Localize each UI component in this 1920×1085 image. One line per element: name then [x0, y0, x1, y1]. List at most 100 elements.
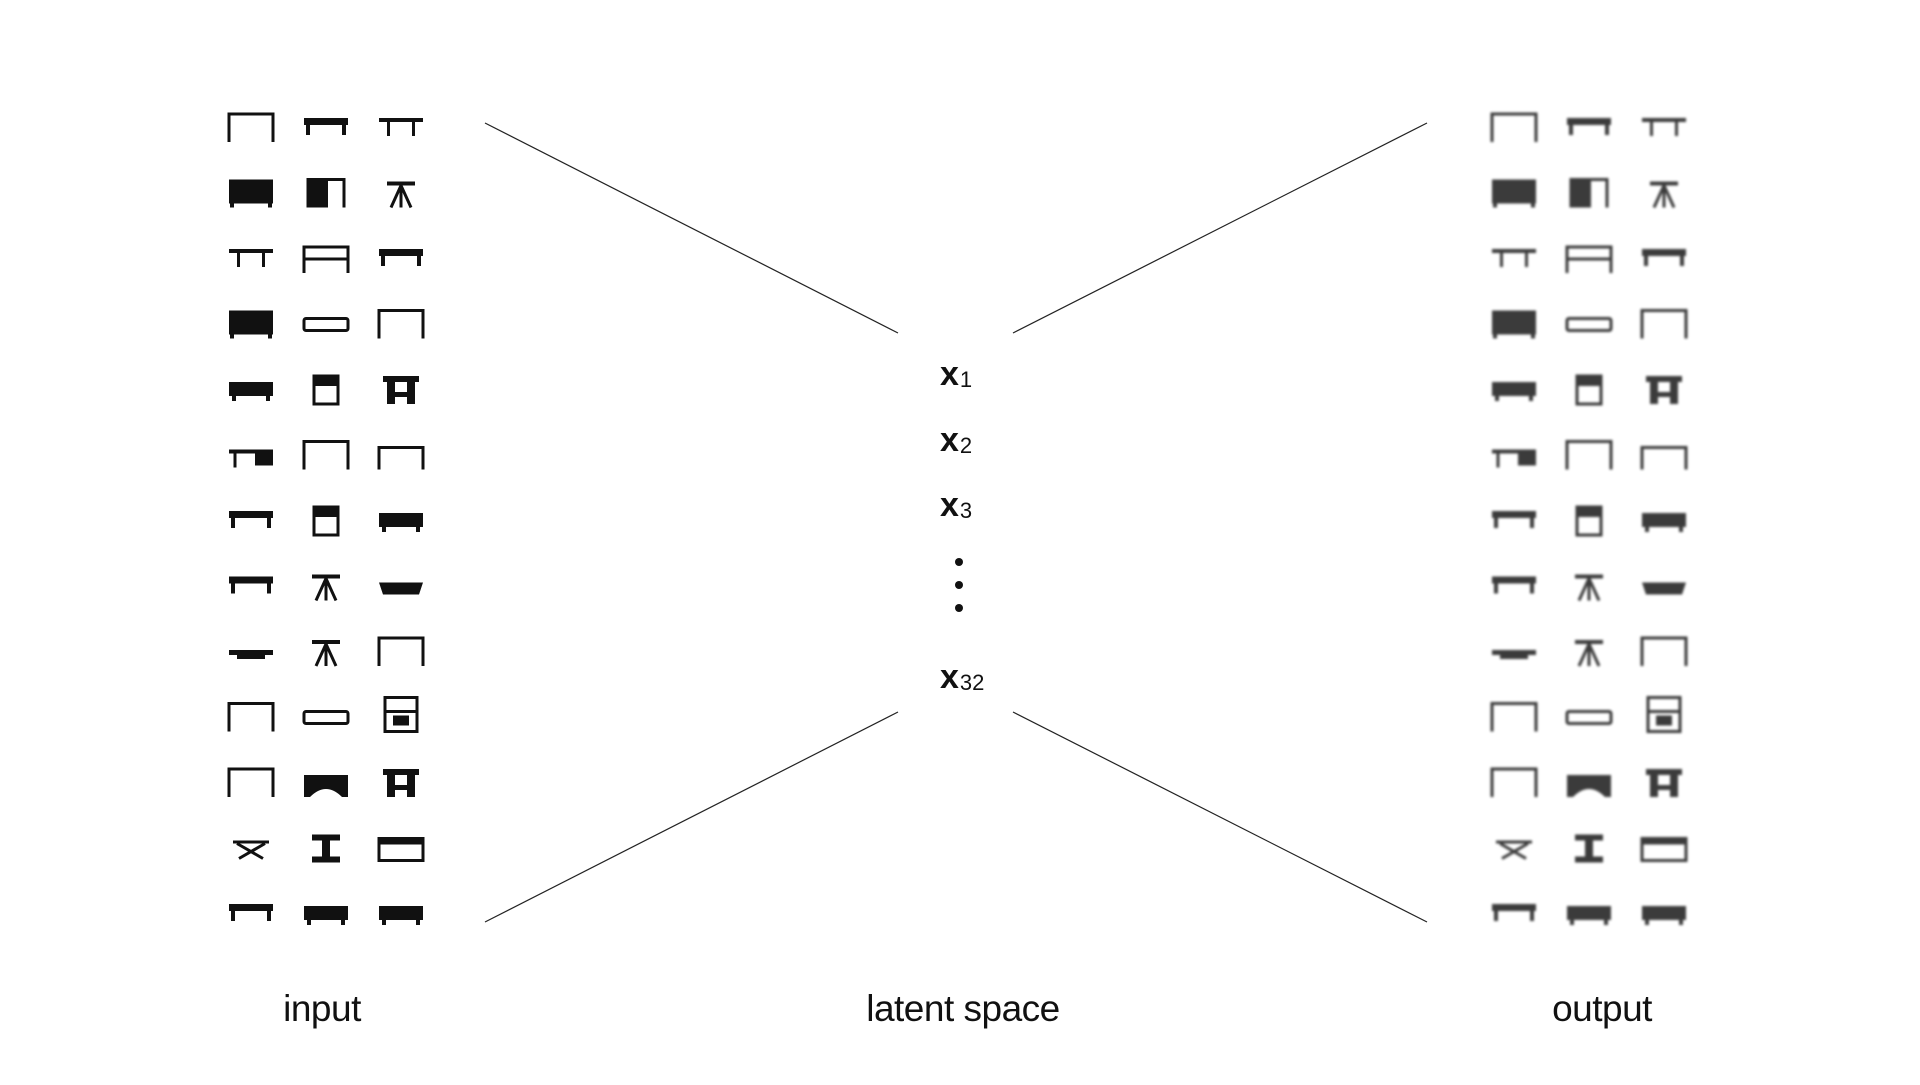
table-silhouette-icon: [1490, 767, 1538, 797]
table-silhouette-icon: [229, 249, 273, 267]
table-silhouette-icon: [1575, 374, 1603, 406]
table-silhouette-icon: [302, 245, 350, 273]
table-silhouette-icon: [383, 769, 419, 797]
connector-lines: [484, 122, 1428, 923]
table-silhouette-icon: [1569, 178, 1609, 208]
table-silhouette-icon: [1492, 576, 1536, 594]
table-silhouette-icon: [227, 112, 275, 142]
table-silhouette-icon: [229, 382, 273, 401]
table-silhouette-icon: [1642, 582, 1686, 595]
table-silhouette-icon: [306, 178, 346, 208]
table-silhouette-icon: [1496, 840, 1532, 860]
table-silhouette-icon: [379, 906, 423, 925]
output-grid: [1490, 112, 1688, 925]
table-silhouette-icon: [1646, 696, 1682, 733]
latent-variable-subscript: 2: [959, 433, 973, 458]
table-silhouette-icon: [383, 696, 419, 733]
decoder-bottom-line: [1012, 711, 1428, 923]
table-silhouette-icon: [1567, 775, 1611, 797]
table-silhouette-icon: [1565, 317, 1613, 332]
latent-ellipsis: [955, 558, 963, 627]
table-silhouette-icon: [304, 906, 348, 925]
table-silhouette-icon: [229, 179, 273, 208]
latent-variable-base: x: [940, 658, 959, 696]
table-silhouette-icon: [312, 505, 340, 537]
table-silhouette-icon: [1492, 249, 1536, 267]
table-silhouette-icon: [229, 511, 273, 528]
table-silhouette-icon: [229, 904, 273, 921]
table-silhouette-icon: [302, 317, 350, 332]
table-silhouette-icon: [377, 636, 425, 666]
table-silhouette-icon: [1492, 511, 1536, 528]
input-grid: [227, 112, 425, 925]
table-silhouette-icon: [1490, 112, 1538, 142]
table-silhouette-icon: [1646, 376, 1682, 404]
latent-variable-x32: x32: [940, 660, 984, 694]
table-silhouette-icon: [379, 513, 423, 532]
table-silhouette-icon: [312, 574, 340, 602]
table-silhouette-icon: [1646, 769, 1682, 797]
table-silhouette-icon: [227, 767, 275, 797]
table-silhouette-icon: [229, 449, 273, 468]
table-silhouette-icon: [1575, 640, 1603, 667]
table-silhouette-icon: [229, 310, 273, 339]
latent-variable-x2: x2: [940, 423, 972, 457]
table-silhouette-icon: [1565, 440, 1613, 470]
table-silhouette-icon: [379, 249, 423, 266]
latent-variable-subscript: 1: [959, 367, 973, 392]
table-silhouette-icon: [1567, 906, 1611, 925]
table-silhouette-icon: [1492, 904, 1536, 921]
latent-variable-subscript: 32: [959, 670, 985, 695]
table-silhouette-icon: [227, 702, 275, 732]
table-silhouette-icon: [312, 640, 340, 667]
table-silhouette-icon: [1575, 574, 1603, 602]
output-label: output: [1552, 988, 1652, 1029]
table-silhouette-icon: [1640, 636, 1688, 666]
table-silhouette-icon: [379, 582, 423, 595]
latent-variable-base: x: [940, 486, 959, 524]
table-silhouette-icon: [1575, 505, 1603, 537]
table-silhouette-icon: [229, 650, 273, 659]
ellipsis-dot: [955, 604, 963, 612]
decoder-top-line: [1012, 122, 1428, 334]
table-silhouette-icon: [383, 376, 419, 404]
table-silhouette-icon: [304, 775, 348, 797]
latent-variable-x1: x1: [940, 357, 972, 391]
table-silhouette-icon: [304, 118, 348, 135]
latent-variable-subscript: 3: [959, 498, 973, 523]
table-silhouette-icon: [1492, 179, 1536, 208]
table-silhouette-icon: [377, 837, 425, 862]
latent-variable-base: x: [940, 355, 959, 393]
latent-variable-x3: x3: [940, 488, 972, 522]
table-silhouette-icon: [387, 181, 415, 209]
table-silhouette-icon: [1492, 310, 1536, 339]
table-silhouette-icon: [229, 576, 273, 594]
table-silhouette-icon: [1575, 834, 1603, 863]
latent-space-label: latent space: [866, 988, 1060, 1029]
ellipsis-dot: [955, 558, 963, 566]
table-silhouette-icon: [312, 374, 340, 406]
table-silhouette-icon: [1640, 446, 1688, 470]
encoder-bottom-line: [484, 711, 899, 923]
table-silhouette-icon: [1567, 118, 1611, 135]
table-silhouette-icon: [1642, 906, 1686, 925]
latent-variable-base: x: [940, 421, 959, 459]
table-silhouette-icon: [1640, 837, 1688, 862]
ellipsis-dot: [955, 581, 963, 589]
table-silhouette-icon: [1492, 650, 1536, 659]
table-silhouette-icon: [302, 710, 350, 725]
table-silhouette-icon: [1490, 702, 1538, 732]
table-silhouette-icon: [1650, 181, 1678, 209]
table-silhouette-icon: [1565, 245, 1613, 273]
table-silhouette-icon: [302, 440, 350, 470]
table-silhouette-icon: [1642, 118, 1686, 136]
table-silhouette-icon: [379, 118, 423, 136]
table-silhouette-icon: [1565, 710, 1613, 725]
input-label: input: [283, 988, 361, 1029]
table-silhouette-icon: [377, 309, 425, 339]
table-silhouette-icon: [377, 446, 425, 470]
table-silhouette-icon: [1640, 309, 1688, 339]
encoder-top-line: [484, 122, 899, 334]
